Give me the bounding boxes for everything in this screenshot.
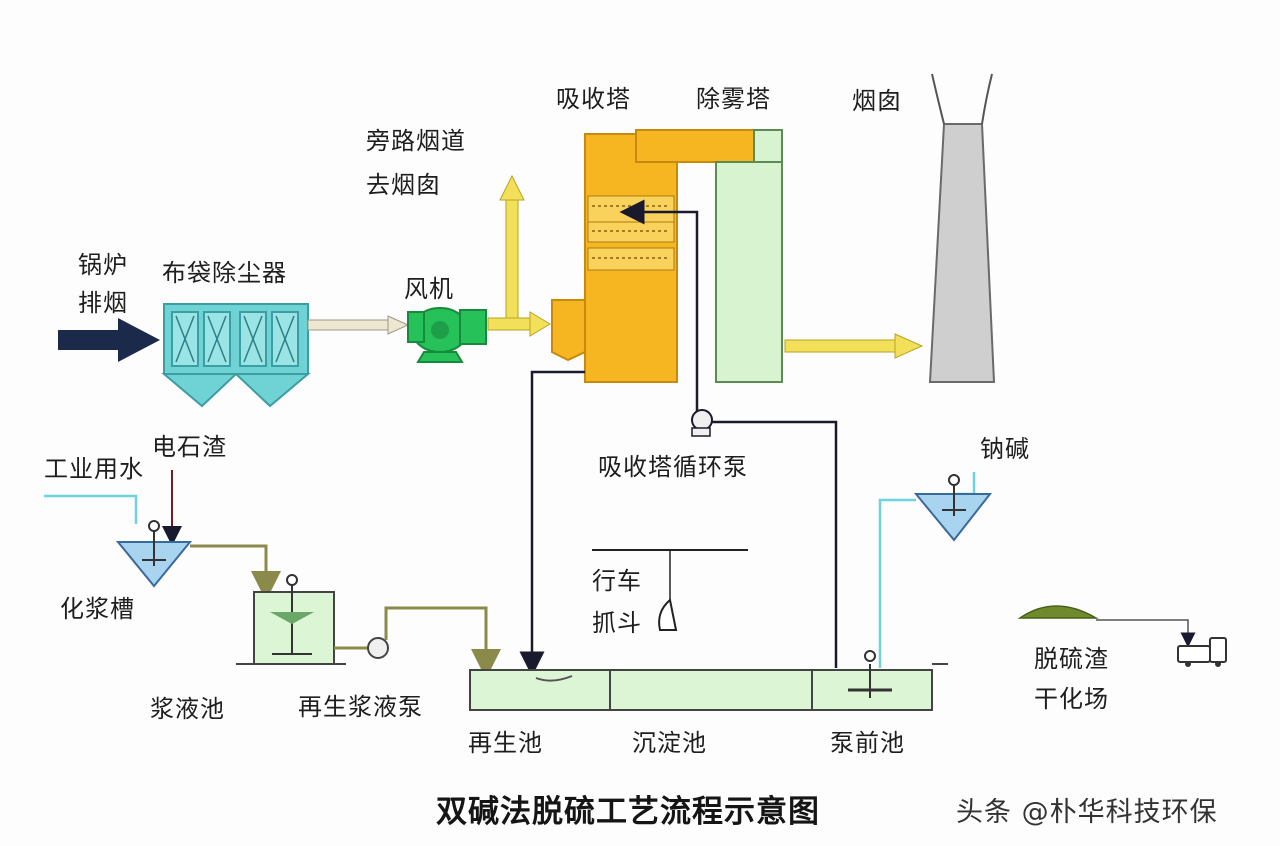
water-line (44, 494, 138, 524)
absorber-tower (551, 133, 678, 383)
boiler-inlet-arrow (58, 318, 160, 362)
demister-tower (715, 161, 783, 383)
label-absorber: 吸收塔 (556, 85, 631, 113)
circ-pump (691, 409, 713, 437)
label-slag-yard-2: 干化场 (1034, 685, 1109, 713)
absorber-drain (519, 370, 585, 677)
label-chimney: 烟囱 (852, 87, 902, 115)
duct-to-fan (307, 319, 391, 331)
outlet-duct (784, 339, 898, 353)
chimney (928, 73, 996, 383)
label-boiler-1: 锅炉 (78, 251, 128, 279)
pools (469, 650, 948, 711)
watermark: 头条 @朴华科技环保 (956, 797, 1218, 828)
label-carbide-slag: 电石渣 (152, 433, 227, 461)
label-slurry-tank: 化浆槽 (60, 595, 135, 623)
bypass-duct (505, 197, 519, 319)
label-crane-2: 抓斗 (592, 609, 642, 637)
label-bypass-1: 旁路烟道 (366, 127, 466, 155)
slurry-pool (236, 574, 346, 665)
label-fan: 风机 (404, 275, 454, 303)
diagram-title: 双碱法脱硫工艺流程示意图 (436, 794, 820, 830)
fan (407, 307, 487, 363)
label-soda: 钠碱 (980, 435, 1030, 463)
top-duct (635, 129, 755, 163)
slag-yard (1017, 605, 1227, 667)
circ-line (619, 199, 699, 420)
label-regen-pool: 再生池 (468, 729, 543, 757)
label-demister: 除雾塔 (696, 85, 771, 113)
label-crane-1: 行车 (592, 567, 642, 595)
soda-tank (878, 472, 993, 668)
label-slurry-pool: 浆液池 (150, 695, 225, 723)
slurry-mix-tank (115, 520, 193, 588)
label-bag-filter: 布袋除尘器 (162, 259, 287, 287)
label-boiler-2: 排烟 (78, 289, 128, 317)
label-slag-yard-1: 脱硫渣 (1034, 645, 1109, 673)
label-pump-front-pool: 泵前池 (830, 729, 905, 757)
crane-grab (592, 549, 748, 631)
bag-filter (161, 303, 311, 408)
label-settling-pool: 沉淀池 (632, 729, 707, 757)
label-bypass-2: 去烟囱 (366, 171, 441, 199)
label-regen-pump: 再生浆液泵 (298, 693, 423, 721)
label-industrial-water: 工业用水 (44, 455, 144, 483)
regen-pump (367, 637, 389, 659)
duct-to-absorber (487, 317, 533, 331)
label-circ-pump: 吸收塔循环泵 (598, 453, 748, 481)
